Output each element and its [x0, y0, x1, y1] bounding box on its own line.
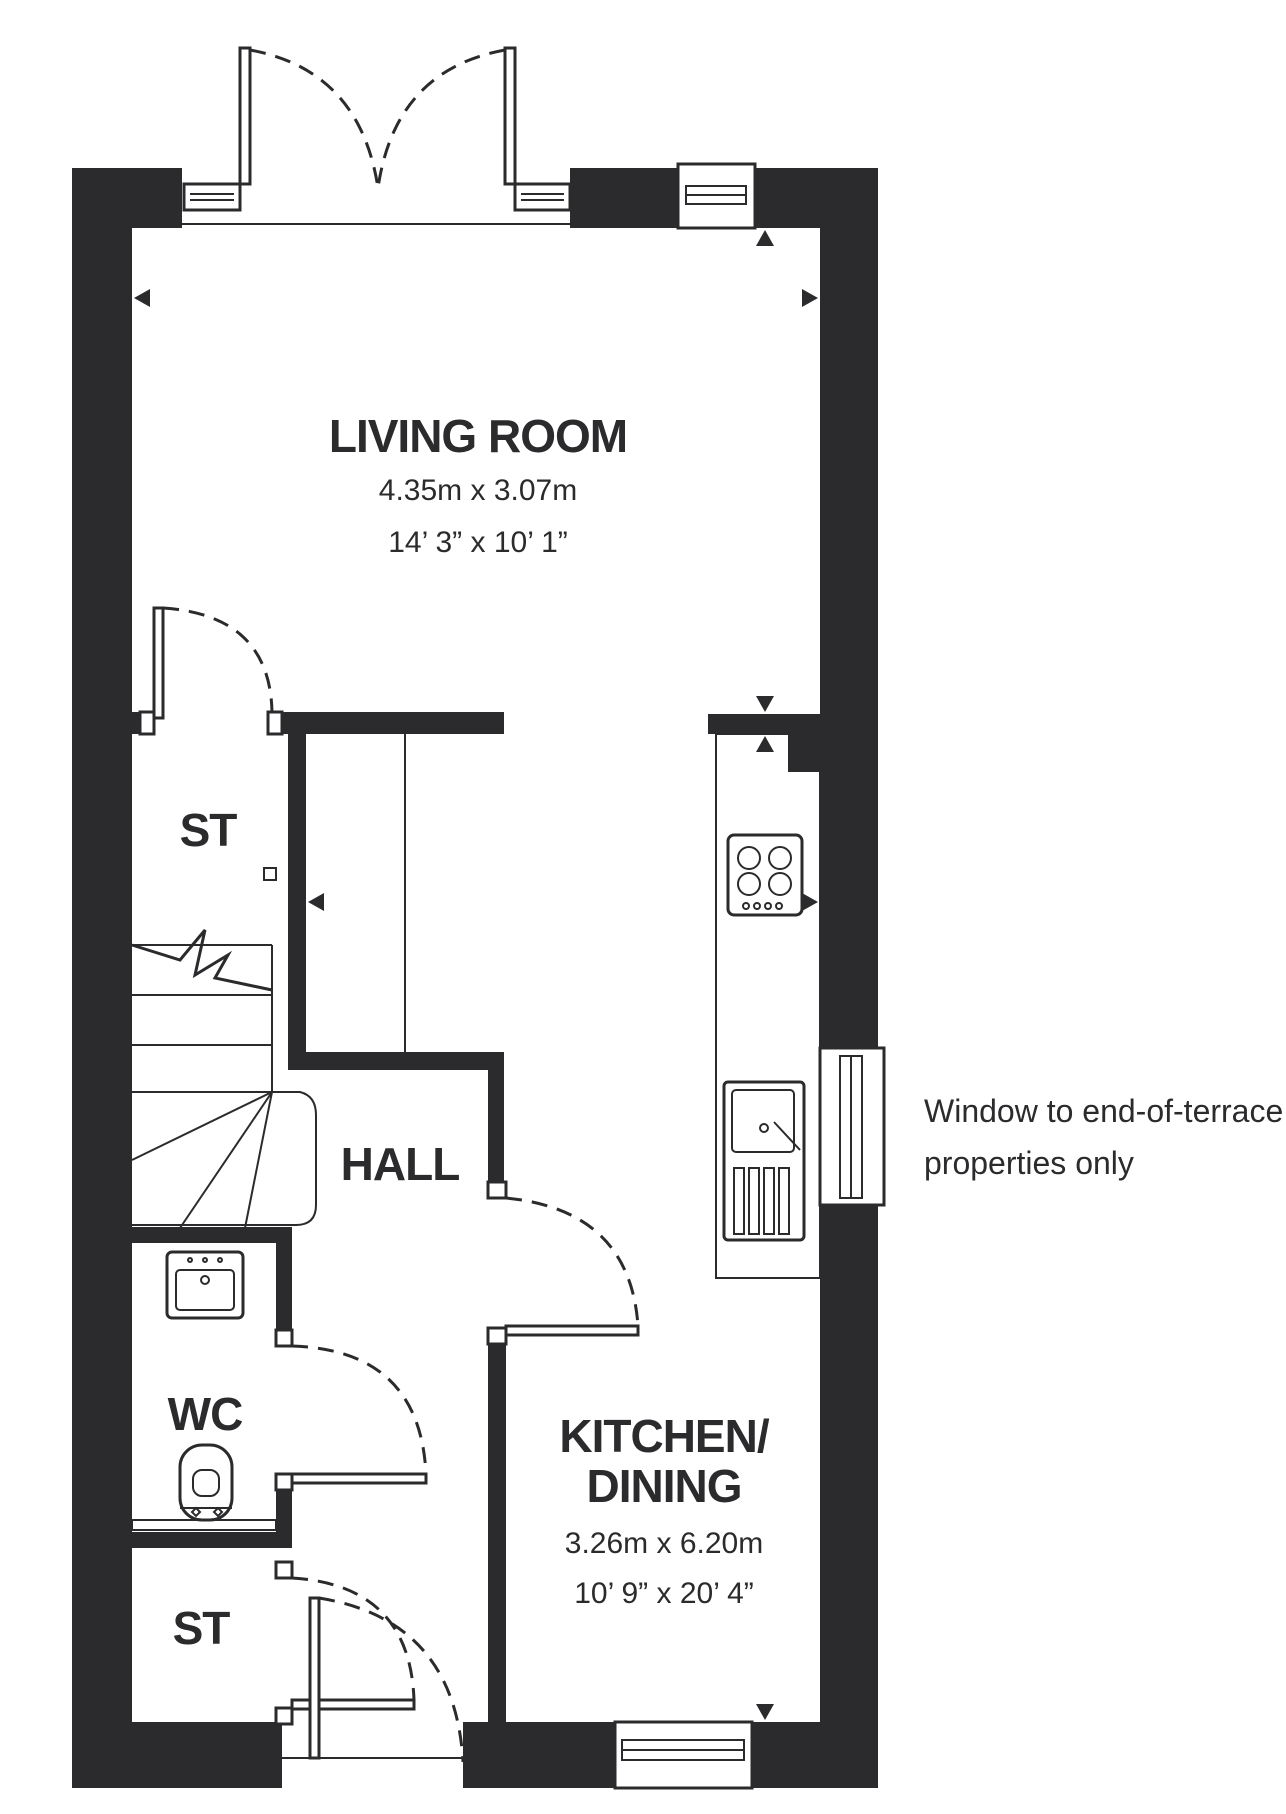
jamb-wc-1: [274, 1328, 294, 1348]
right-wall-upper: [820, 168, 878, 1048]
top-wall-middle: [570, 168, 678, 228]
dimension-markers: [134, 230, 818, 1720]
hall-name: HALL: [341, 1138, 460, 1190]
kitchen-wall-stub: [708, 714, 820, 734]
kitchen-name-line2: DINING: [587, 1460, 742, 1512]
wc-basin: [165, 1250, 245, 1320]
kitchen-hall-divider: [488, 1335, 506, 1722]
door-st-upper: [152, 606, 165, 720]
wc-wall-vertical: [276, 1227, 292, 1340]
wc-toilet: [131, 1443, 277, 1531]
interior-doors: [152, 606, 640, 1763]
door-kitchen: [504, 1324, 640, 1337]
kitchen-wall-notch: [788, 734, 820, 772]
store-upper-name: ST: [180, 804, 238, 856]
wc-wall-vertical-lower: [276, 1478, 292, 1548]
kitchen-metric: 3.26m x 6.20m: [565, 1527, 763, 1560]
outer-walls: [72, 168, 878, 1788]
wc-name: WC: [168, 1388, 243, 1440]
partition-stair-bottom: [288, 1052, 504, 1070]
window-note-line1: Window to end-of-terrace: [924, 1093, 1283, 1129]
partition-hall-vertical: [488, 1052, 504, 1192]
door-leaf-right: [503, 46, 517, 186]
arrow-living-top: [756, 230, 774, 246]
window-top-left: [182, 182, 242, 212]
arrow-kitchen-right: [802, 893, 818, 911]
window-bottom: [613, 1720, 754, 1790]
living-room-metric: 4.35m x 3.07m: [379, 474, 577, 507]
top-wall-right: [755, 168, 878, 228]
left-wall: [72, 168, 132, 1788]
living-room-imperial: 14’ 3” x 10’ 1”: [388, 526, 568, 559]
store-lower-name: ST: [173, 1602, 231, 1654]
window-note-line2: properties only: [924, 1145, 1134, 1181]
top-wall-left: [72, 168, 182, 228]
door-leaf-left: [238, 46, 252, 186]
jamb-kitchen: [486, 1326, 508, 1346]
wc-wall-top: [132, 1227, 292, 1243]
arrow-kitchen-left: [308, 893, 324, 911]
jamb-st-lower-1: [274, 1560, 294, 1580]
arrow-living-bottom: [756, 696, 774, 712]
jamb-st-lower-2: [274, 1706, 294, 1726]
light-switch: [263, 867, 277, 881]
door-front: [308, 1596, 321, 1760]
kitchen-counter: [715, 733, 821, 1279]
arrow-kitchen-top: [756, 736, 774, 752]
bottom-wall-left: [72, 1722, 282, 1788]
living-room-name: LIVING ROOM: [329, 410, 627, 462]
right-wall-lower: [820, 1205, 878, 1788]
interior-walls: [132, 710, 820, 1726]
arrow-kitchen-bottom: [756, 1704, 774, 1720]
stairs: [131, 929, 317, 1229]
door-st-lower: [290, 1698, 416, 1711]
kitchen-sink: [722, 1080, 806, 1242]
hob: [726, 833, 804, 917]
partition-stair-top: [268, 712, 504, 734]
kitchen-name-line1: KITCHEN/: [559, 1410, 769, 1462]
partition-stair-vertical: [288, 734, 306, 1064]
wc-st-divider: [132, 1532, 292, 1548]
door-wc: [290, 1472, 428, 1485]
windows: [182, 162, 886, 1790]
jamb-hall: [486, 1180, 508, 1200]
jamb-wc-2: [274, 1472, 294, 1492]
arrow-living-right: [802, 289, 818, 307]
window-top-centre: [513, 182, 572, 212]
french-doors: [182, 46, 570, 225]
jamb-st-upper: [138, 710, 156, 736]
jamb-st-upper-2: [266, 710, 284, 736]
bottom-wall-right: [752, 1722, 878, 1788]
arrow-living-left: [134, 289, 150, 307]
kitchen-imperial: 10’ 9” x 20’ 4”: [574, 1577, 754, 1610]
bottom-wall-middle: [463, 1722, 615, 1788]
